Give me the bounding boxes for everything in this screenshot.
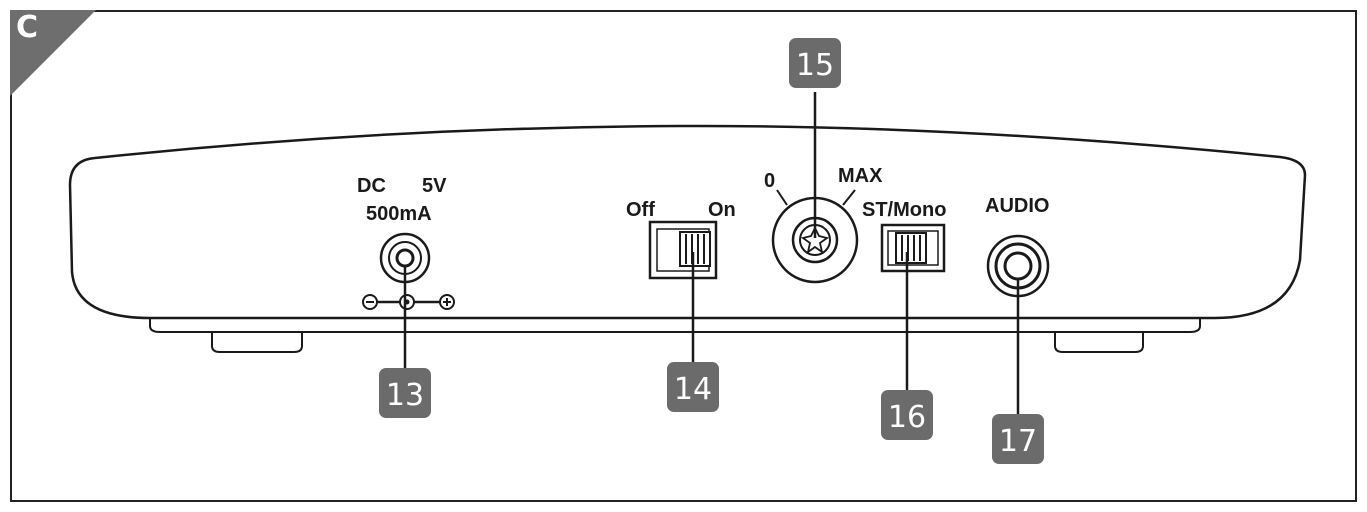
on-label: On [708, 199, 736, 221]
power-switch[interactable] [648, 220, 718, 280]
callout-badge-17: 17 [992, 414, 1044, 464]
off-label: Off [626, 199, 655, 221]
max-tick [842, 189, 856, 206]
callout-badge-13: 13 [379, 368, 431, 418]
callout-badge-14: 14 [667, 362, 719, 412]
svg-text:17: 17 [999, 424, 1037, 459]
device-base-plate [149, 318, 1201, 333]
svg-text:14: 14 [674, 372, 712, 407]
left-foot [211, 330, 303, 353]
svg-text:13: 13 [386, 378, 424, 413]
min-tick [776, 189, 788, 206]
st-mono-switch[interactable] [880, 223, 946, 273]
volume-min-label: 0 [764, 170, 775, 192]
right-foot [1054, 330, 1144, 353]
volume-max-label: MAX [838, 165, 883, 187]
st-mono-label: ST/Mono [862, 199, 946, 221]
dc-label: DC [357, 175, 386, 197]
polarity-symbol-icon [362, 294, 455, 310]
voltage-label: 5V [422, 175, 447, 197]
callout-badge-16: 16 [881, 390, 933, 440]
current-label: 500mA [366, 203, 432, 225]
callout-badge-15: 15 [789, 38, 841, 88]
figure-frame [10, 10, 1357, 502]
svg-text:15: 15 [796, 48, 834, 83]
dc-power-jack[interactable] [379, 232, 431, 284]
section-corner-tab [10, 10, 96, 96]
audio-label: AUDIO [985, 195, 1049, 217]
section-label: C [16, 10, 39, 45]
svg-text:16: 16 [888, 400, 926, 435]
